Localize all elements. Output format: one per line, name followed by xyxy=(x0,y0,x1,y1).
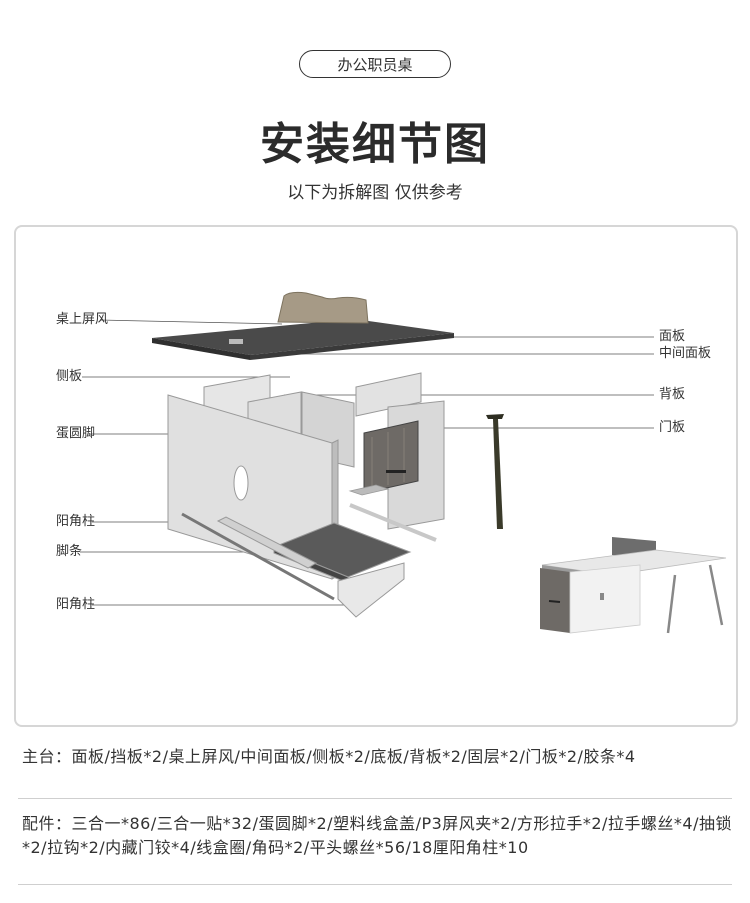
desk-screen xyxy=(278,292,368,323)
assembled-desk xyxy=(540,537,726,633)
page-title: 安装细节图 xyxy=(0,108,750,172)
label-desk-screen: 桌上屏风 xyxy=(56,312,108,328)
label-corner-post-2: 阳角柱 xyxy=(56,597,95,613)
label-oval-leg: 蛋圆脚 xyxy=(56,426,95,442)
label-back-panel: 背板 xyxy=(659,387,685,403)
accessories-list: 配件：三合一*86/三合一贴*32/蛋圆脚*2/塑料线盒盖/P3屏风夹*2/方形… xyxy=(22,812,732,860)
category-tag: 办公职员桌 xyxy=(299,50,451,78)
label-corner-post-1: 阳角柱 xyxy=(56,514,95,530)
page-subtitle: 以下为拆解图 仅供参考 xyxy=(0,178,750,203)
main-parts-list: 主台：面板/挡板*2/桌上屏风/中间面板/侧板*2/底板/背板*2/固层*2/门… xyxy=(22,745,732,769)
label-middle-panel: 中间面板 xyxy=(659,346,711,362)
label-top-panel: 面板 xyxy=(659,329,685,345)
exploded-diagram-frame: 桌上屏风 侧板 蛋圆脚 阳角柱 脚条 阳角柱 面板 中间面板 背板 门板 xyxy=(14,225,738,727)
label-foot-strip: 脚条 xyxy=(56,544,82,560)
divider xyxy=(18,798,732,799)
round-leg xyxy=(486,414,504,529)
exploded-diagram xyxy=(16,227,740,729)
divider xyxy=(18,884,732,885)
label-side-panel: 侧板 xyxy=(56,369,82,385)
label-door-panel: 门板 xyxy=(659,420,685,436)
